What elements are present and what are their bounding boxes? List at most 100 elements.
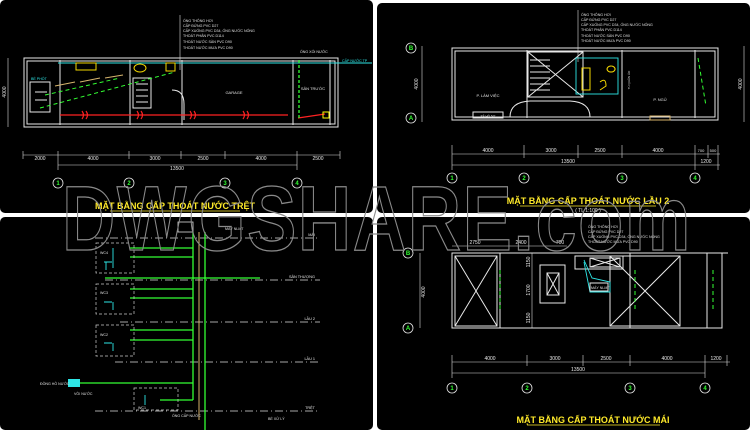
dim-0: 2000 <box>34 156 45 162</box>
floor-1: LẦU 1 <box>304 357 315 361</box>
dim-height: 4000 <box>2 86 8 97</box>
svg-text:2400: 2400 <box>515 240 526 246</box>
svg-text:1: 1 <box>56 181 60 187</box>
note-vent-pipe: ỐNG THÔNG HƠI <box>183 18 213 23</box>
note-supply-down: CẤP XUỐNG PVC D34, ỐNG NƯỚC NÓNG <box>581 22 653 27</box>
riser-diagram: MÁI SÂN THƯỢNG LẦU 2 LẦU 1 TRỆT MÁY NLMT… <box>40 221 320 430</box>
svg-text:A: A <box>406 326 411 332</box>
svg-text:4: 4 <box>295 181 299 187</box>
label-source: ỐNG CẤP NƯỚC <box>172 413 201 418</box>
svg-text:4000: 4000 <box>661 356 672 362</box>
label-septic-tank: BỂ XỬ LÝ <box>268 416 285 421</box>
roof-dimensions: 4000 3000 2500 4000 1200 13500 1 2 3 4 M… <box>446 355 730 426</box>
ground-floor-plan: ỐNG THÔNG HƠI CẤP ĐỨNG PVC D27 CẤP XUỐNG… <box>2 15 372 128</box>
label-septic: BỂ PHỐT <box>31 76 48 81</box>
dim-total: 13500 <box>561 159 575 165</box>
title-ground: MẶT BẰNG CẤP THOÁT NƯỚC TRỆT <box>95 200 255 211</box>
note-rain-drain: THOÁT NƯỚC MƯA PVC D90 <box>581 38 631 43</box>
roof-plan: MÁY NLMT ỐNG THÔNG HƠI CẤP ĐỨNG PVC D27 … <box>402 224 728 334</box>
label-meter: ĐỒNG HỒ NƯỚC <box>40 381 70 386</box>
svg-text:2750: 2750 <box>469 240 480 246</box>
note-supply-riser: CẤP ĐỨNG PVC D27 <box>581 17 616 22</box>
axis-b: B <box>409 46 414 52</box>
scale-label: ( TL 1:100 ) <box>575 208 601 214</box>
svg-text:2500: 2500 <box>594 148 605 154</box>
dim-2: 3000 <box>149 156 160 162</box>
dim-5: 2500 <box>312 156 323 162</box>
wc-2: WC2 <box>100 333 108 337</box>
wc-3: WC3 <box>100 291 108 295</box>
svg-text:2: 2 <box>127 181 131 187</box>
label-tank: MÁY NLMT <box>225 227 244 231</box>
note-rain-drain: THOÁT NƯỚC MƯA PVC D90 <box>183 45 233 50</box>
svg-text:4000: 4000 <box>652 148 663 154</box>
panel-roof <box>377 217 750 430</box>
svg-text:500: 500 <box>710 148 717 153</box>
svg-text:1700: 1700 <box>526 284 532 295</box>
note-sewage: THOÁT PHÂN PVC D114 <box>581 28 622 32</box>
svg-text:3: 3 <box>628 386 632 392</box>
floor2-plan: ỐNG THÔNG HƠI CẤP ĐỨNG PVC D27 CẤP XUỐNG… <box>405 10 745 124</box>
svg-text:4: 4 <box>693 176 697 182</box>
label-city-supply: CẤP NƯỚC TP <box>342 58 368 63</box>
svg-text:2: 2 <box>525 386 529 392</box>
svg-text:B: B <box>406 251 411 257</box>
svg-text:THOÁT NƯỚC MƯA PVC D90: THOÁT NƯỚC MƯA PVC D90 <box>588 239 638 244</box>
axis-markers: 1 2 3 4 <box>52 177 303 189</box>
svg-text:3: 3 <box>620 176 624 182</box>
svg-text:1: 1 <box>450 176 454 182</box>
dim-4: 4000 <box>255 156 266 162</box>
dim-1: 4000 <box>87 156 98 162</box>
label-solar: MÁY NLMT <box>591 286 610 290</box>
room-front-yard: SÂN TRƯỚC <box>301 86 325 91</box>
wc-1: WC1 <box>138 406 146 410</box>
dim-height-right: 4000 <box>738 78 744 89</box>
room-bedroom: P. NGỦ <box>653 97 666 102</box>
note-floor-drain: THOÁT NƯỚC SÀN PVC D90 <box>183 39 232 44</box>
note-vent-pipe: ỐNG THÔNG HƠI <box>581 12 611 17</box>
svg-text:4: 4 <box>703 386 707 392</box>
svg-text:2500: 2500 <box>600 356 611 362</box>
svg-text:ỐNG THÔNG HƠI: ỐNG THÔNG HƠI <box>588 224 618 229</box>
wc-4: WC4 <box>100 251 108 255</box>
water-meter-icon <box>68 379 80 387</box>
svg-text:700: 700 <box>698 148 705 153</box>
svg-text:1200: 1200 <box>710 356 721 362</box>
svg-text:4000: 4000 <box>484 356 495 362</box>
title-roof: MẶT BẰNG CẤP THOÁT NƯỚC MÁI <box>517 414 670 425</box>
panel-riser-diagram <box>0 217 373 430</box>
label-downpipe: ỐNG XỐI NƯỚC <box>300 49 328 54</box>
axis-a: A <box>409 116 414 122</box>
svg-text:1150: 1150 <box>526 312 532 323</box>
svg-text:3000: 3000 <box>549 356 560 362</box>
panel-floor-2 <box>377 3 750 213</box>
floor2-dimensions: 4000 3000 2500 4000 700 500 13500 1200 1… <box>446 145 720 214</box>
svg-text:2: 2 <box>522 176 526 182</box>
dim-height: 4000 <box>421 286 427 297</box>
floor-terrace: SÂN THƯỢNG <box>289 274 315 279</box>
title-floor2: MẶT BẰNG CẤP THOÁT NƯỚC LẦU 2 <box>507 195 669 206</box>
svg-text:CẤP ĐỨNG PVC D27: CẤP ĐỨNG PVC D27 <box>588 229 623 234</box>
svg-text:4000: 4000 <box>482 148 493 154</box>
dim-height-left: 4000 <box>414 78 420 89</box>
label-tap: VÒI NƯỚC <box>74 391 93 396</box>
note-floor-drain: THOÁT NƯỚC SÀN PVC D90 <box>581 33 630 38</box>
svg-text:1: 1 <box>450 386 454 392</box>
dim-overhang: 1200 <box>700 159 711 165</box>
note-supply-riser: CẤP ĐỨNG PVC D27 <box>183 23 218 28</box>
dim-total: 13500 <box>571 367 585 373</box>
floor-roof: MÁI <box>308 233 315 237</box>
dim-3: 2500 <box>197 156 208 162</box>
water-tank-icon <box>177 221 194 233</box>
svg-text:CẤP XUỐNG PVC D34, ỐNG NƯỚC NÓ: CẤP XUỐNG PVC D34, ỐNG NƯỚC NÓNG <box>588 234 660 239</box>
room-garage: GARAGE <box>225 90 242 95</box>
ground-floor-dimensions: 2000 4000 3000 2500 4000 2500 13500 1 2 … <box>22 151 341 212</box>
watermark-logo: DWGSHARE.com <box>62 168 692 270</box>
label-desk: KỆ HỒ SƠ <box>481 113 496 118</box>
svg-text:1150: 1150 <box>526 256 532 267</box>
note-sewage: THOÁT PHÂN PVC D114 <box>183 34 224 38</box>
floor-ground: TRỆT <box>305 405 316 410</box>
dim-total: 13500 <box>170 166 184 172</box>
room-work: P. LÀM VIỆC <box>476 93 499 98</box>
